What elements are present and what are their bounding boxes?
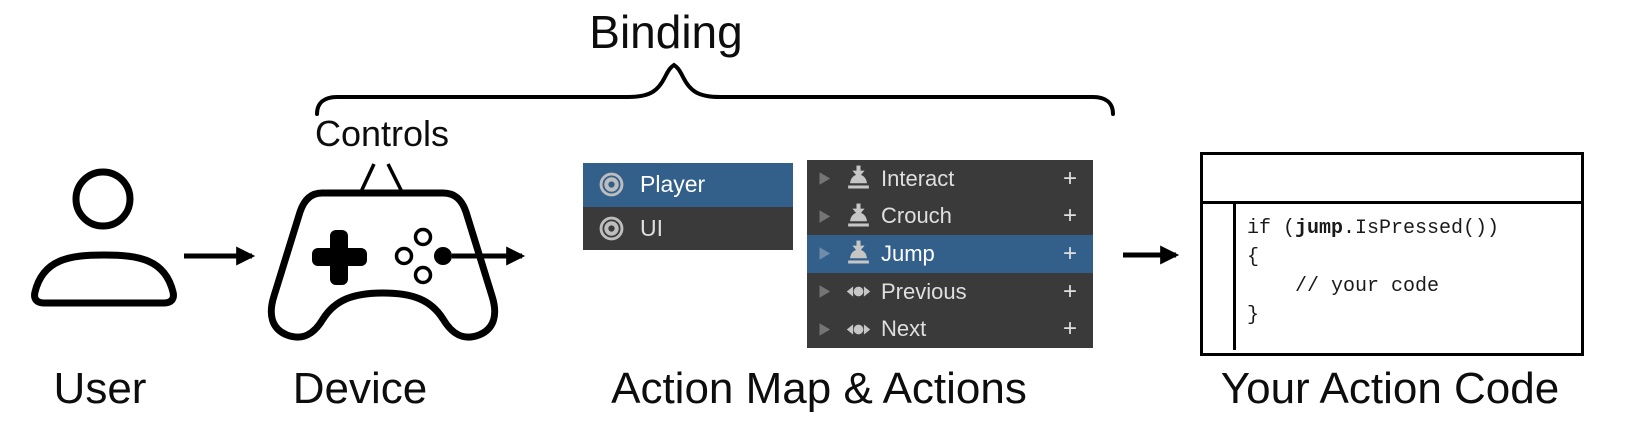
action-code-caption: Your Action Code — [1220, 364, 1560, 413]
action-map-label: UI — [640, 214, 663, 241]
action-row-crouch[interactable]: Crouch + — [807, 197, 1093, 236]
action-map-panel: Player UI — [583, 163, 793, 250]
foldout-triangle-icon[interactable] — [817, 322, 832, 337]
add-binding-button[interactable]: + — [1062, 277, 1077, 305]
add-binding-button[interactable]: + — [1062, 239, 1077, 267]
foldout-triangle-icon[interactable] — [817, 246, 832, 261]
dpad-icon — [312, 230, 367, 285]
button-action-icon — [845, 240, 872, 267]
add-binding-button[interactable]: + — [1062, 315, 1077, 343]
action-map-caption: Action Map & Actions — [611, 364, 1027, 413]
code-line-2: { — [1247, 246, 1260, 269]
axis-action-icon — [845, 316, 872, 343]
action-map-label: Player — [640, 171, 706, 198]
button-action-icon — [845, 203, 872, 230]
foldout-triangle-icon[interactable] — [817, 209, 832, 224]
face-buttons-icon — [394, 227, 452, 285]
action-label: Jump — [881, 240, 935, 266]
button-action-icon — [845, 165, 872, 192]
action-row-next[interactable]: Next + — [807, 310, 1093, 348]
code-line-3: // your code — [1247, 275, 1440, 298]
action-label: Crouch — [881, 203, 952, 229]
foldout-triangle-icon[interactable] — [817, 284, 832, 299]
code-text: if (jump.IsPressed()) { // your code } — [1247, 214, 1499, 330]
device-caption: Device — [292, 364, 428, 413]
code-editor-window: if (jump.IsPressed()) { // your code } — [1200, 152, 1584, 356]
action-label: Next — [881, 316, 927, 342]
gamepad-icon — [267, 189, 499, 341]
user-icon — [31, 168, 177, 307]
code-line-4: } — [1247, 304, 1260, 327]
gutter-divider — [1233, 204, 1236, 350]
actions-panel: Interact + Crouch + — [807, 160, 1093, 348]
foldout-triangle-icon[interactable] — [817, 171, 832, 186]
action-label: Interact — [881, 165, 955, 191]
axis-action-icon — [845, 278, 872, 305]
code-window-titlebar — [1203, 155, 1581, 204]
action-map-radio-icon — [598, 215, 625, 242]
add-binding-button[interactable]: + — [1062, 164, 1077, 192]
code-window-body: if (jump.IsPressed()) { // your code } — [1203, 204, 1581, 350]
controls-title: Controls — [314, 113, 450, 154]
action-row-previous[interactable]: Previous + — [807, 272, 1093, 311]
action-map-row-player[interactable]: Player — [583, 163, 793, 207]
action-row-jump[interactable]: Jump + — [807, 235, 1093, 273]
binding-brace-icon — [315, 62, 1115, 116]
code-line-1: if (jump.IsPressed()) — [1247, 217, 1500, 240]
add-binding-button[interactable]: + — [1062, 202, 1077, 230]
binding-title: Binding — [589, 6, 743, 58]
action-label: Previous — [881, 278, 967, 304]
user-caption: User — [53, 364, 147, 413]
action-map-row-ui[interactable]: UI — [583, 206, 793, 250]
action-row-interact[interactable]: Interact + — [807, 160, 1093, 198]
action-map-radio-icon — [598, 171, 625, 198]
